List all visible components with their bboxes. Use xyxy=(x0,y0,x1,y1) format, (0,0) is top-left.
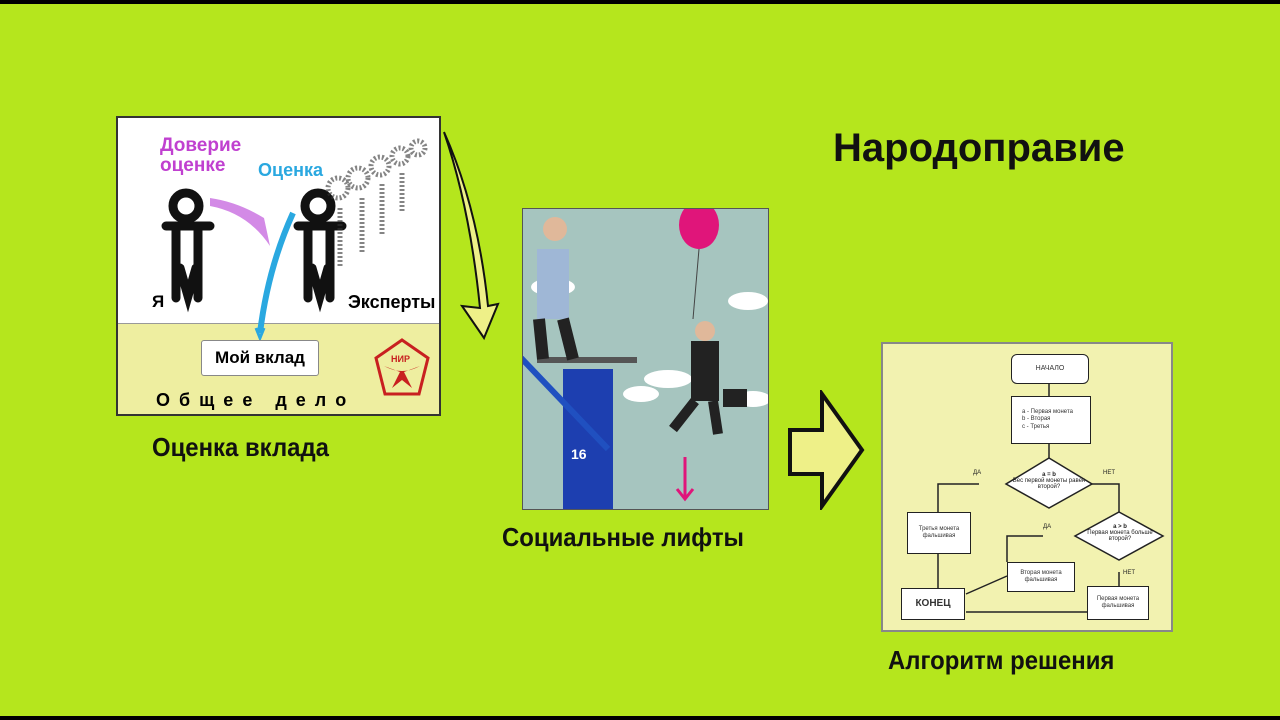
experts-label: Эксперты xyxy=(348,292,436,312)
var-a: a - Первая монета xyxy=(1022,409,1073,416)
me-label: Я xyxy=(152,292,165,311)
first-fake-node: Первая монета фальшивая xyxy=(1087,586,1149,620)
algorithm-flowchart: НАЧАЛО a - Первая монета b - Вторая c - … xyxy=(881,342,1173,632)
trust-label: Доверие оценке xyxy=(160,135,242,176)
condition-1-text: Вес первой монеты равен второй? xyxy=(1012,478,1086,490)
var-c: c - Третья xyxy=(1022,423,1050,430)
no-label-2: НЕТ xyxy=(1123,570,1135,576)
common-cause-label: О б щ е е д е л о xyxy=(156,390,349,410)
contribution-assessment-illustration: Доверие оценке Оценка Я Эксперты Мой вкл… xyxy=(116,116,441,416)
rating-label: Оценка xyxy=(258,160,323,180)
contribution-caption: Оценка вклада xyxy=(152,432,329,462)
page-title: Народоправие xyxy=(833,126,1125,170)
slide: Народоправие Доверие оценке Оценка Я Экс… xyxy=(0,4,1280,716)
social-lift-scene-icon: 16 xyxy=(523,209,768,509)
yes-label-1: ДА xyxy=(973,470,982,476)
third-fake-node: Третья монета фальшивая xyxy=(907,512,971,554)
my-contribution-box: Мой вклад xyxy=(201,340,319,376)
condition-2-text: Первая монета больше второй? xyxy=(1087,530,1153,542)
right-arrow-icon xyxy=(788,390,865,510)
start-node: НАЧАЛО xyxy=(1011,354,1089,384)
condition-2-expr: a > b xyxy=(1113,524,1127,530)
second-fake-node: Вторая монета фальшивая xyxy=(1007,562,1075,592)
svg-text:НИР: НИР xyxy=(391,354,410,364)
var-b: b - Вторая xyxy=(1022,416,1051,423)
yes-label-2: ДА xyxy=(1043,524,1052,530)
flowchart-connectors xyxy=(937,384,1165,613)
condition-1-expr: a = b xyxy=(1042,472,1056,478)
svg-text:16: 16 xyxy=(571,446,587,462)
algorithm-caption: Алгоритм решения xyxy=(888,645,1115,675)
social-lifts-caption: Социальные лифты xyxy=(502,522,744,552)
variables-node: a - Первая монета b - Вторая c - Третья xyxy=(1011,396,1091,444)
stick-figures-icon xyxy=(161,138,428,343)
end-node: КОНЕЦ xyxy=(901,588,965,620)
no-label-1: НЕТ xyxy=(1103,470,1115,476)
social-lifts-illustration: 16 xyxy=(522,208,769,510)
quality-mark-icon: НИР xyxy=(374,338,430,396)
curved-arrow-icon xyxy=(443,131,500,341)
